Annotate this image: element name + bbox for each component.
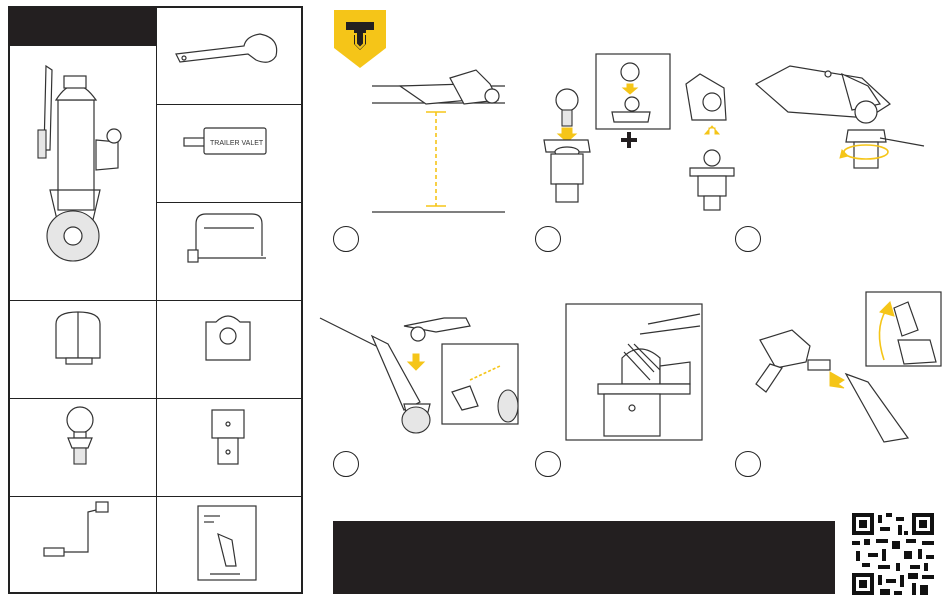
qr-code-icon[interactable]	[0, 0, 950, 600]
